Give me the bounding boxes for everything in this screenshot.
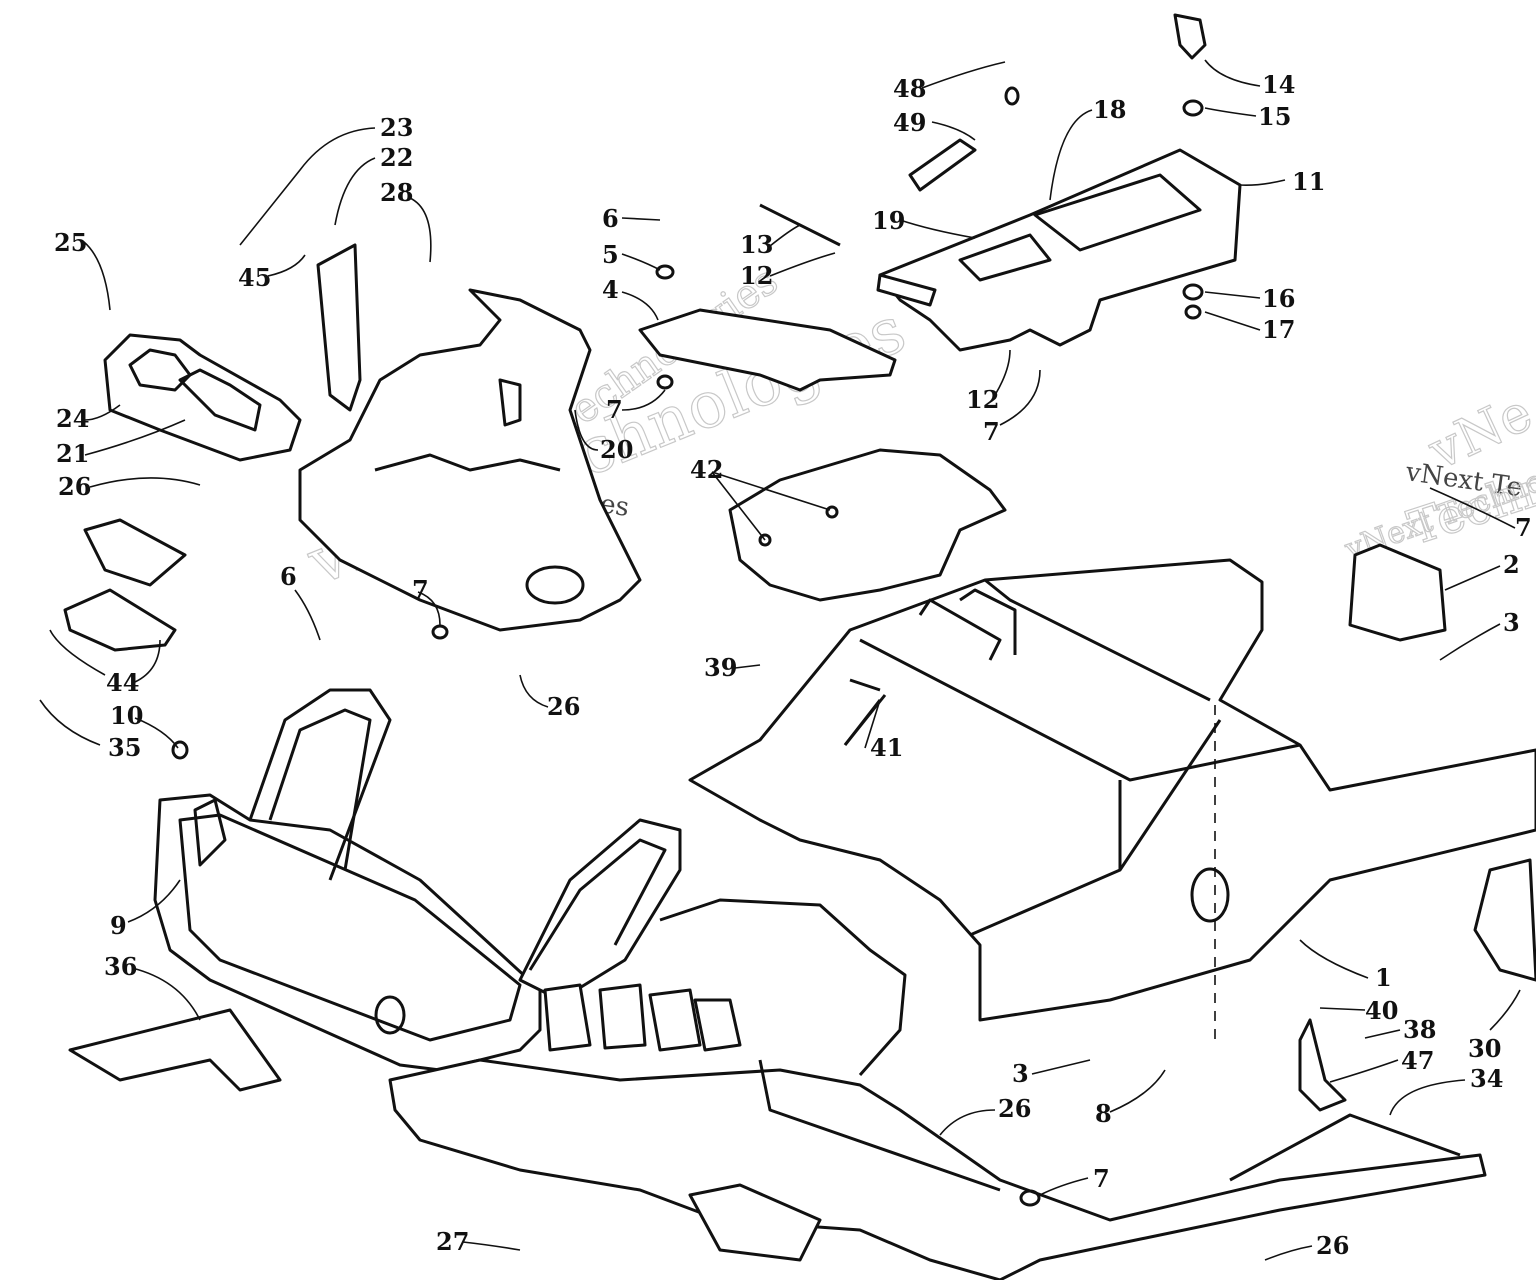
callout-6: 6 bbox=[280, 562, 297, 591]
console-top-panel bbox=[876, 148, 1242, 352]
visor-strip bbox=[316, 243, 362, 412]
callout-7: 7 bbox=[606, 395, 623, 424]
callout-22: 22 bbox=[380, 143, 413, 172]
callout-40: 40 bbox=[1365, 996, 1398, 1025]
callout-13: 13 bbox=[740, 230, 773, 259]
callout-28: 28 bbox=[380, 178, 413, 207]
callout-30: 30 bbox=[1468, 1034, 1501, 1063]
callout-11: 11 bbox=[1292, 167, 1325, 196]
main-frame-tunnel bbox=[688, 558, 1536, 1045]
callout-2: 2 bbox=[1503, 550, 1520, 579]
callout-1: 1 bbox=[1375, 963, 1392, 992]
callout-4: 4 bbox=[602, 275, 619, 304]
callout-41: 41 bbox=[870, 733, 903, 762]
callout-15: 15 bbox=[1258, 102, 1291, 131]
leader-lines bbox=[39, 59, 1521, 1261]
small-hardware bbox=[63, 13, 1536, 1207]
callout-47: 47 bbox=[1401, 1046, 1434, 1075]
callout-14: 14 bbox=[1262, 70, 1295, 99]
callout-25: 25 bbox=[54, 228, 87, 257]
callout-26: 26 bbox=[1316, 1231, 1349, 1260]
callout-39: 39 bbox=[704, 653, 737, 682]
callout-3: 3 bbox=[1012, 1059, 1029, 1088]
callout-8: 8 bbox=[1095, 1099, 1112, 1128]
front-bumper-assembly bbox=[153, 688, 542, 1072]
callout-21: 21 bbox=[56, 439, 89, 468]
callout-18: 18 bbox=[1093, 95, 1126, 124]
steering-support-bracket bbox=[518, 818, 742, 1052]
callout-26: 26 bbox=[58, 472, 91, 501]
callout-7: 7 bbox=[1515, 513, 1532, 542]
callout-labels: 48 49 18 14 15 11 19 16 17 12 7 13 12 6 … bbox=[54, 70, 1532, 1260]
callout-48: 48 bbox=[893, 74, 926, 103]
callout-6: 6 bbox=[602, 204, 619, 233]
callout-12: 12 bbox=[966, 385, 999, 414]
callout-10: 10 bbox=[110, 701, 143, 730]
callout-7: 7 bbox=[412, 575, 429, 604]
callout-49: 49 bbox=[893, 108, 926, 137]
footrest-bracket bbox=[728, 448, 1007, 602]
callout-5: 5 bbox=[602, 240, 619, 269]
callout-38: 38 bbox=[1403, 1015, 1436, 1044]
callout-23: 23 bbox=[380, 113, 413, 142]
console-housing bbox=[298, 288, 642, 632]
callout-36: 36 bbox=[104, 952, 137, 981]
callout-20: 20 bbox=[600, 435, 633, 464]
callout-44: 44 bbox=[106, 668, 139, 697]
callout-7: 7 bbox=[1093, 1164, 1110, 1193]
callout-3: 3 bbox=[1503, 608, 1520, 637]
callout-45: 45 bbox=[238, 263, 271, 292]
callout-17: 17 bbox=[1262, 315, 1295, 344]
callout-7: 7 bbox=[983, 417, 1000, 446]
callout-16: 16 bbox=[1262, 284, 1295, 313]
callout-12: 12 bbox=[740, 261, 773, 290]
headlight-bezel bbox=[103, 333, 302, 462]
callout-34: 34 bbox=[1470, 1064, 1503, 1093]
callout-26: 26 bbox=[998, 1094, 1031, 1123]
callout-35: 35 bbox=[108, 733, 141, 762]
callout-24: 24 bbox=[56, 404, 89, 433]
callout-9: 9 bbox=[110, 911, 127, 940]
belly-pan bbox=[388, 898, 1487, 1282]
callout-19: 19 bbox=[872, 206, 905, 235]
callout-27: 27 bbox=[436, 1227, 469, 1256]
callout-42: 42 bbox=[690, 455, 723, 484]
callout-26: 26 bbox=[547, 692, 580, 721]
steering-bracket-plate bbox=[638, 308, 897, 392]
